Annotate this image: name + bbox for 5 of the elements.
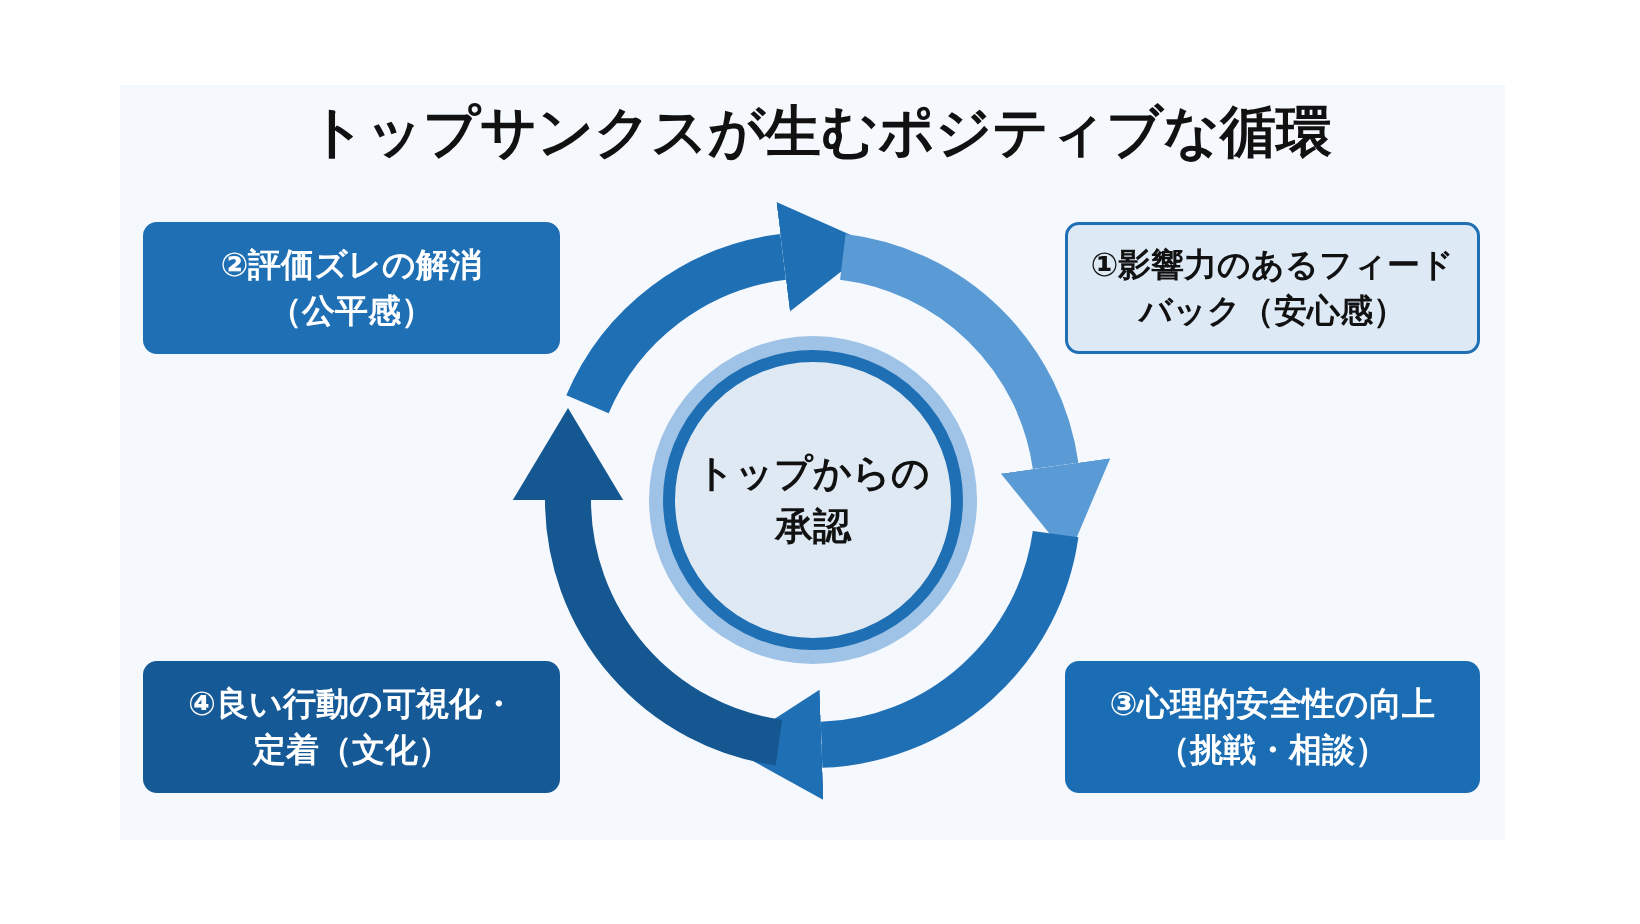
process-box: ③心理的安全性の向上（挑戦・相談） [1065,661,1480,793]
process-box: ④良い行動の可視化・定着（文化） [143,661,560,793]
process-box: ②評価ズレの解消（公平感） [143,222,560,354]
title: トップサンクスが生むポジティブな循環 [307,98,1333,166]
process-box: ①影響力のあるフィードバック（安心感） [1065,222,1480,354]
